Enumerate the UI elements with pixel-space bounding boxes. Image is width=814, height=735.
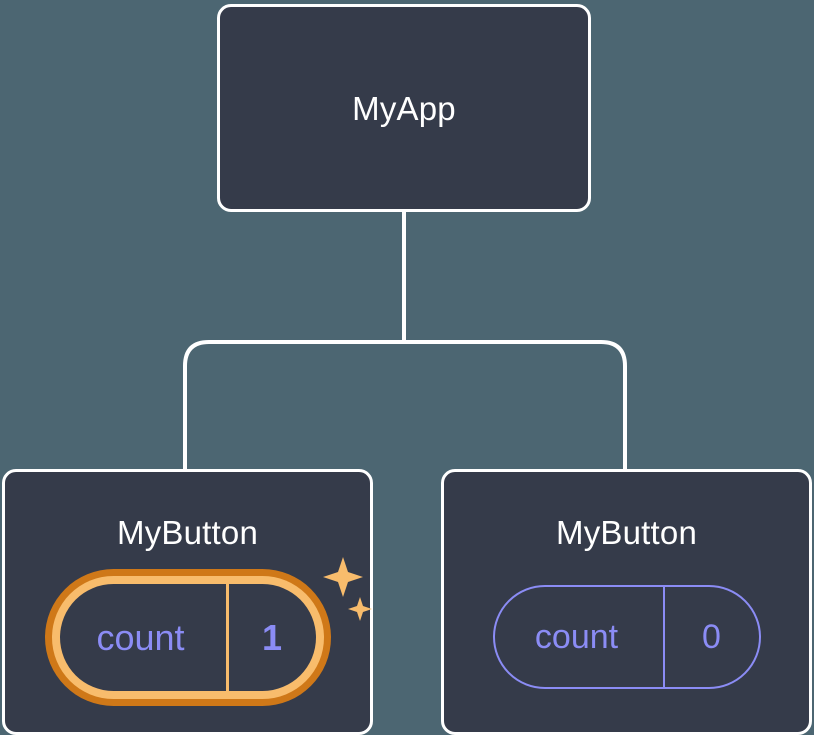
node-myapp[interactable]: MyApp: [217, 4, 591, 212]
node-mybutton-left-title: MyButton: [117, 514, 258, 551]
state-pill-left-value: 1: [261, 616, 283, 658]
sparkle-small-icon: [347, 597, 372, 621]
state-pill-left-wrap: count 1: [44, 557, 372, 706]
state-pill-right-value: 0: [702, 618, 721, 656]
state-pill-right[interactable]: count 0: [492, 585, 761, 689]
state-pill-right-key: count: [495, 587, 665, 687]
connector-branch-bus: [183, 340, 627, 470]
state-pill-left-inner-ring: count 1: [51, 576, 324, 699]
node-mybutton-right-title: MyButton: [556, 514, 697, 551]
state-pill-left-highlight-ring: count 1: [44, 569, 331, 706]
state-pill-right-wrap: count 0: [492, 585, 761, 689]
node-mybutton-left[interactable]: MyButton count 1: [2, 469, 373, 735]
node-mybutton-right[interactable]: MyButton count 0: [441, 469, 812, 735]
sparkle-large-icon: [322, 557, 363, 597]
state-pill-left-key: count: [60, 584, 229, 691]
state-pill-left[interactable]: count 1: [59, 584, 316, 691]
node-myapp-title: MyApp: [352, 89, 456, 127]
